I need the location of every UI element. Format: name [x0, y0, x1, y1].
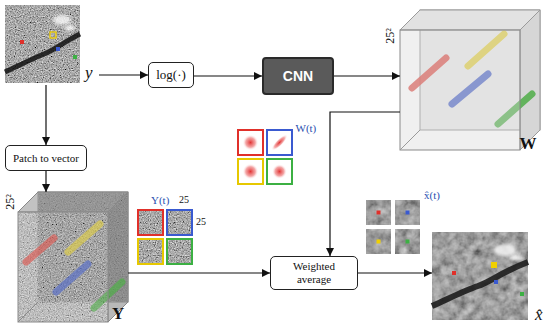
blue-marker: [494, 280, 498, 284]
red-frame: [138, 210, 163, 235]
patch-texture: [366, 200, 391, 225]
yellow-frame: [138, 239, 163, 264]
bright-area: [509, 255, 521, 261]
yellow-marker: [491, 262, 497, 268]
output-image-art: [432, 232, 528, 320]
patch-texture: [138, 210, 163, 235]
dimension-label: 25: [196, 217, 206, 227]
weight-cube: 25²W: [400, 10, 540, 150]
patch-label: x̂(t): [424, 190, 440, 201]
smooth-texture: [432, 232, 528, 320]
weight-patches: [238, 130, 292, 184]
input-image: [5, 5, 80, 83]
dimension-label: 25²: [384, 28, 396, 44]
red-marker: [452, 271, 456, 275]
green-frame: [267, 159, 292, 184]
average-box: Weighted average: [270, 256, 358, 290]
image-ground: [432, 232, 528, 320]
estimate-patches: [366, 200, 420, 254]
dimension-label: 25²: [4, 194, 16, 210]
speckle-texture: [5, 5, 80, 83]
red-pixel: [377, 211, 381, 215]
patch-texture: [167, 210, 192, 235]
bright-area: [53, 15, 71, 25]
flow-arrow: [330, 112, 400, 256]
bright-area: [494, 244, 516, 256]
tensor-symbol: Y: [112, 305, 124, 322]
cube-edge: [18, 302, 38, 322]
side-face: [108, 192, 128, 322]
weight-cloud: [272, 164, 287, 179]
tensor-symbol: W: [520, 135, 537, 152]
patch-label: W(t): [296, 123, 317, 134]
weight-cube-art: [400, 10, 540, 150]
patch-texture: [167, 239, 192, 264]
green-frame: [167, 239, 192, 264]
top-face: [400, 10, 540, 30]
green-pixel: [406, 240, 410, 244]
box-label: Patch to vector: [13, 152, 79, 165]
green-marker: [73, 55, 77, 59]
cube-edge: [400, 130, 420, 150]
flow-arrow: [99, 74, 148, 75]
image-symbol: x̂: [535, 306, 543, 323]
red-frame: [238, 130, 263, 155]
bright-area: [65, 25, 75, 31]
flow-arrow: [334, 75, 400, 76]
patch-texture: [138, 239, 163, 264]
flow-arrow: [45, 171, 46, 192]
river: [432, 262, 528, 306]
blue-frame: [267, 130, 292, 155]
flow-arrow: [358, 272, 432, 273]
front-face: [400, 30, 520, 150]
blue-marker: [56, 47, 60, 51]
side-face: [520, 10, 540, 150]
box-label: log(·): [156, 68, 186, 83]
river: [5, 34, 80, 72]
blue-pixel: [406, 211, 410, 215]
sar-image: y: [5, 5, 99, 85]
front-face: [18, 212, 108, 322]
yellow-frame: [238, 159, 263, 184]
noisy-patches: [138, 210, 192, 264]
weight-cloud: [243, 135, 259, 151]
patch-ground: [366, 200, 391, 225]
image-symbol: y: [85, 64, 93, 81]
cnn-box: CNN: [262, 57, 334, 95]
patch-label: Y(t): [151, 195, 169, 206]
dimension-label: 25: [179, 195, 189, 205]
front-texture: [18, 212, 108, 322]
flow-arrow: [45, 85, 46, 145]
patch-cube-art: [18, 192, 128, 322]
patch-texture: [395, 200, 420, 225]
yellow-pixel: [377, 240, 381, 244]
flow-arrow: [194, 75, 262, 76]
output-image: x̂: [432, 232, 528, 320]
patch-texture: [395, 229, 420, 254]
blue-frame: [167, 210, 192, 235]
yellow-marker: [50, 32, 56, 38]
box-label: CNN: [283, 68, 313, 84]
patch-texture: [366, 229, 391, 254]
red-marker: [20, 40, 24, 44]
weight-cloud: [243, 164, 259, 180]
image-ground: [5, 5, 80, 83]
patch-cube: 25²Y: [18, 192, 128, 322]
patch-box: Patch to vector: [5, 145, 87, 171]
weight-cloud: [269, 132, 290, 153]
log-box: log(·): [148, 62, 194, 88]
patch-ground: [395, 200, 420, 225]
green-marker: [520, 292, 524, 296]
patch-ground: [366, 229, 391, 254]
box-label: Weighted average: [275, 260, 353, 285]
flow-arrow: [128, 272, 270, 273]
patch-ground: [395, 229, 420, 254]
